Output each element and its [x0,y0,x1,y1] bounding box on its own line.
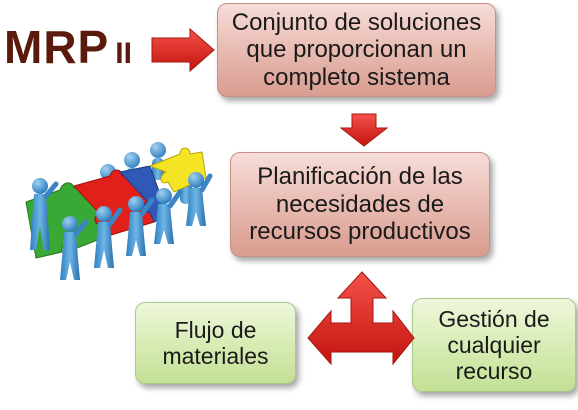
box-flujo-materiales: Flujo de materiales [135,302,296,384]
title-main: MRP [4,21,110,73]
arrow-down-icon [339,113,389,147]
box-planificacion-text: Planificación de las necesidades de recu… [249,163,471,246]
box-planificacion: Planificación de las necesidades de recu… [230,152,490,257]
box-flujo-materiales-text: Flujo de materiales [162,316,269,369]
box-gestion-recurso-text: Gestión de cualquier recurso [438,305,550,385]
arrow-right-icon [151,27,215,73]
box-gestion-recurso: Gestión de cualquier recurso [412,298,576,392]
box-conjunto-soluciones: Conjunto de soluciones que proporcionan … [217,3,496,97]
title-suffix: II [115,37,132,70]
branch-arrow-icon [307,271,415,366]
box-conjunto-soluciones-text: Conjunto de soluciones que proporcionan … [231,8,482,91]
teamwork-puzzle-icon [25,142,213,280]
